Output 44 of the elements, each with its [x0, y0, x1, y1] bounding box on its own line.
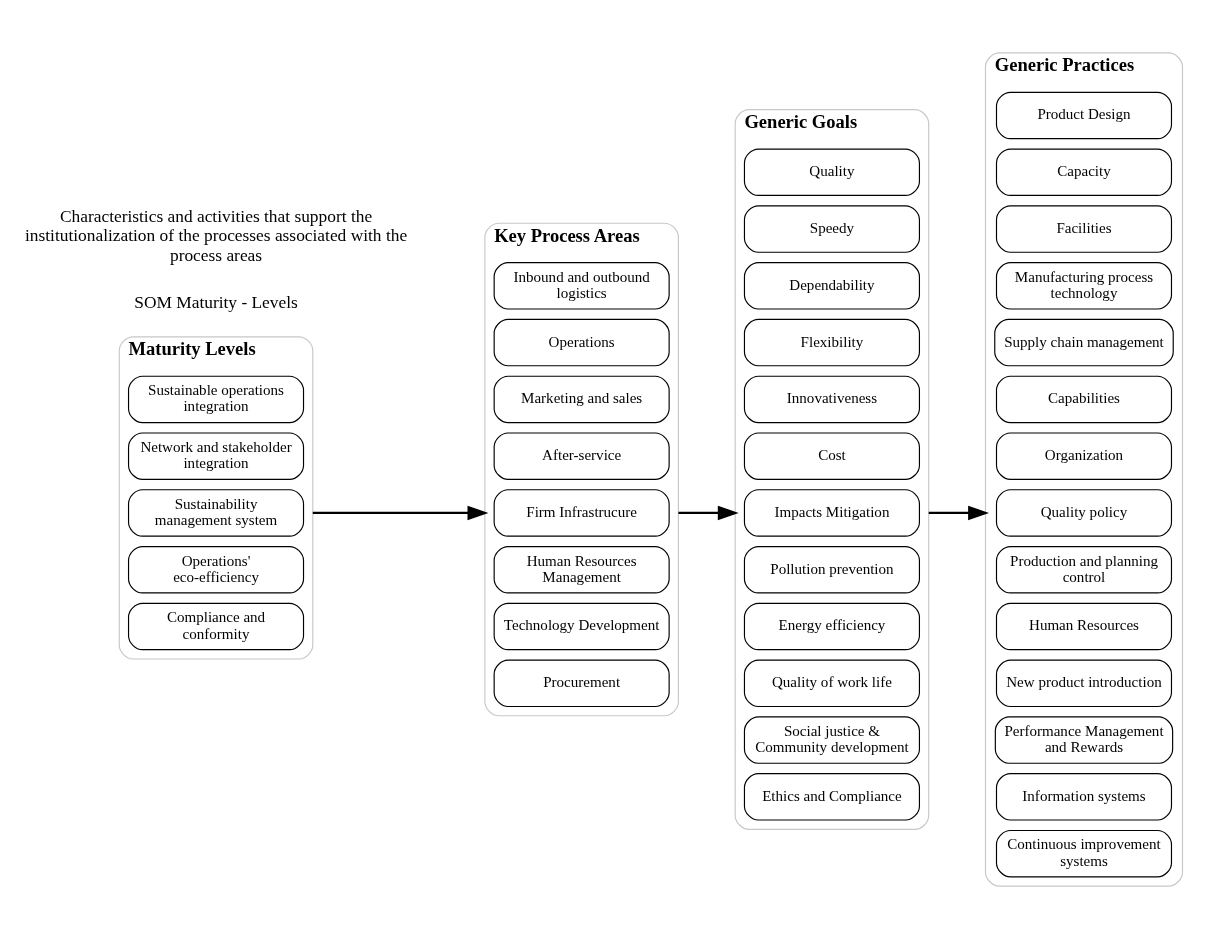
node-box: Compliance and conformity [127, 602, 305, 651]
node-box: Energy efficiency [743, 602, 921, 651]
node-box: Manufacturing process technology [995, 262, 1173, 310]
node-box: Human Resources [995, 602, 1173, 651]
node-box: Capabilities [995, 375, 1173, 424]
node-box: Production and planning control [995, 545, 1173, 594]
node-box: Performance Management and Rewards [994, 716, 1174, 764]
node-box: Inbound and outbound logistics [493, 262, 670, 310]
node-box: Facilities [995, 205, 1173, 253]
arrow [312, 505, 489, 521]
node-box: Quality policy [995, 489, 1173, 537]
label: Characteristics and activities that support the institutionalization of the processes associated with the process areas [24, 206, 408, 265]
node-box: Innovativeness [743, 375, 921, 424]
node-box: Pollution prevention [743, 545, 921, 594]
node-box: Procurement [493, 659, 670, 708]
node-box: After-service [493, 432, 670, 480]
arrow [678, 505, 739, 521]
node-box: Sustainability management system [127, 489, 305, 537]
node-box: Impacts Mitigation [743, 489, 921, 537]
node-box: Cost [743, 432, 921, 480]
node-box: Sustainable operations integration [127, 375, 305, 424]
node-box: Continuous improvement systems [995, 829, 1173, 878]
node-box: Human Resources Management [493, 545, 670, 594]
node-box: Network and stakeholder integration [127, 432, 305, 480]
label: SOM Maturity - Levels [134, 293, 298, 313]
node-box: Speedy [743, 205, 921, 253]
node-box: Flexibility [743, 318, 921, 367]
node-box: Information systems [995, 773, 1173, 821]
node-box: Social justice & Community development [743, 716, 921, 764]
node-box: Quality [743, 148, 921, 196]
node-box: Firm Infrastrucure [493, 489, 670, 537]
node-box: Operations' eco-efficiency [127, 545, 305, 594]
node-box: Dependability [743, 262, 921, 310]
node-box: Product Design [995, 91, 1173, 140]
node-box: Operations [493, 318, 670, 367]
node-box: New product introduction [995, 659, 1173, 708]
node-box: Technology Development [493, 602, 670, 651]
node-box: Supply chain management [994, 318, 1174, 367]
node-box: Ethics and Compliance [743, 773, 921, 821]
node-box: Capacity [995, 148, 1173, 196]
node-box: Marketing and sales [493, 375, 670, 424]
node-box: Organization [995, 432, 1173, 480]
node-box: Quality of work life [743, 659, 921, 708]
arrow [928, 505, 989, 521]
